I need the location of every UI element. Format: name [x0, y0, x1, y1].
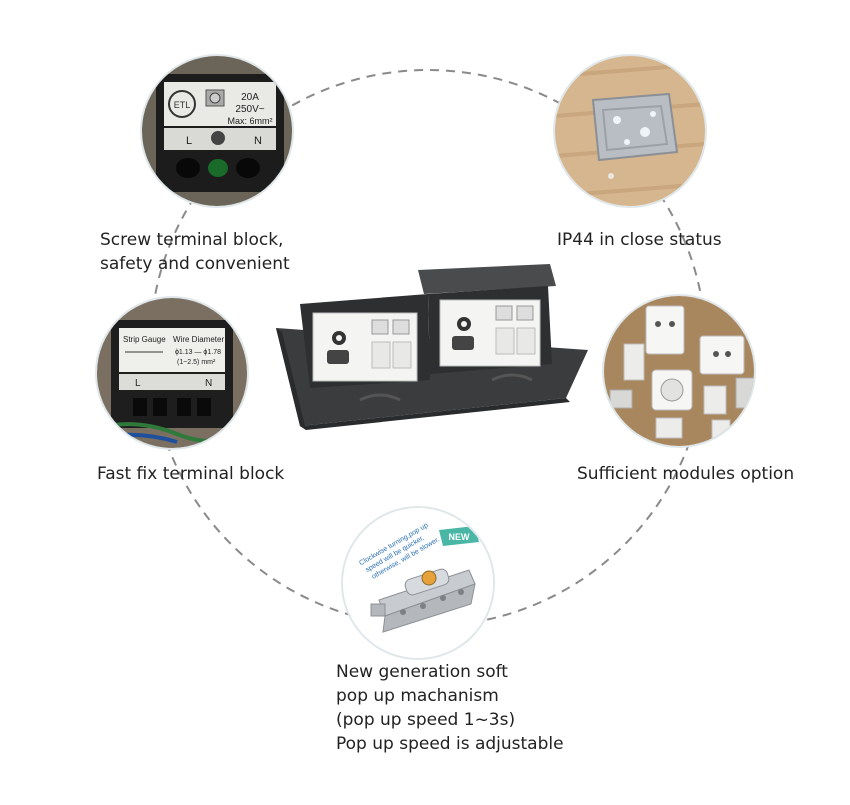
new-badge-label: NEW — [449, 532, 471, 542]
caption-line: pop up machanism — [336, 686, 499, 706]
rating-amps: 20A — [241, 92, 259, 103]
wire-diameters: ϕ1.13 — ϕ1.78 — [175, 349, 221, 356]
rating-volts: 250V~ — [235, 104, 264, 115]
terminal-n: N — [205, 378, 212, 389]
terminal-l: L — [135, 378, 141, 389]
caption-line: Fast fix terminal block — [97, 464, 285, 484]
wire-range: (1~2.5) mm² — [177, 359, 216, 366]
caption-line: Screw terminal block, — [100, 230, 284, 250]
caption-line: safety and convenient — [100, 254, 290, 274]
strip-gauge-label: Strip Gauge — [123, 335, 166, 344]
terminal-l: L — [186, 135, 192, 147]
caption-line: (pop up speed 1~3s) — [336, 710, 516, 730]
screw-terminal-photo: ETL 20A 250V~ Max: 6mm² L N — [142, 56, 292, 206]
etl-mark: ETL — [174, 100, 191, 110]
caption-line: New generation soft — [336, 662, 508, 682]
max-wire: Max: 6mm² — [228, 116, 273, 126]
new-badge: NEW — [439, 526, 479, 546]
screw-terminal-caption: Screw terminal block, safety and conveni… — [100, 228, 290, 276]
floor-box-product — [276, 264, 588, 430]
ip44-caption: IP44 in close status — [557, 228, 722, 252]
caption-line: IP44 in close status — [557, 230, 722, 250]
modules-caption: Sufficient modules option — [577, 462, 794, 486]
fast-fix-caption: Fast fix terminal block — [97, 462, 284, 486]
popup-mechanism-photo: Clockwise turning,pop up speed will be q… — [343, 508, 493, 658]
popup-caption: New generation soft pop up machanism (po… — [336, 660, 564, 756]
fast-fix-photo: Strip Gauge Wire Diameter ϕ1.13 — ϕ1.78 … — [97, 298, 247, 448]
ip44-photo — [555, 56, 705, 206]
modules-photo — [604, 296, 754, 446]
caption-line: Pop up speed is adjustable — [336, 734, 564, 754]
terminal-n: N — [254, 135, 262, 147]
wire-diameter-label: Wire Diameter — [173, 335, 224, 344]
caption-line: Sufficient modules option — [577, 464, 795, 484]
